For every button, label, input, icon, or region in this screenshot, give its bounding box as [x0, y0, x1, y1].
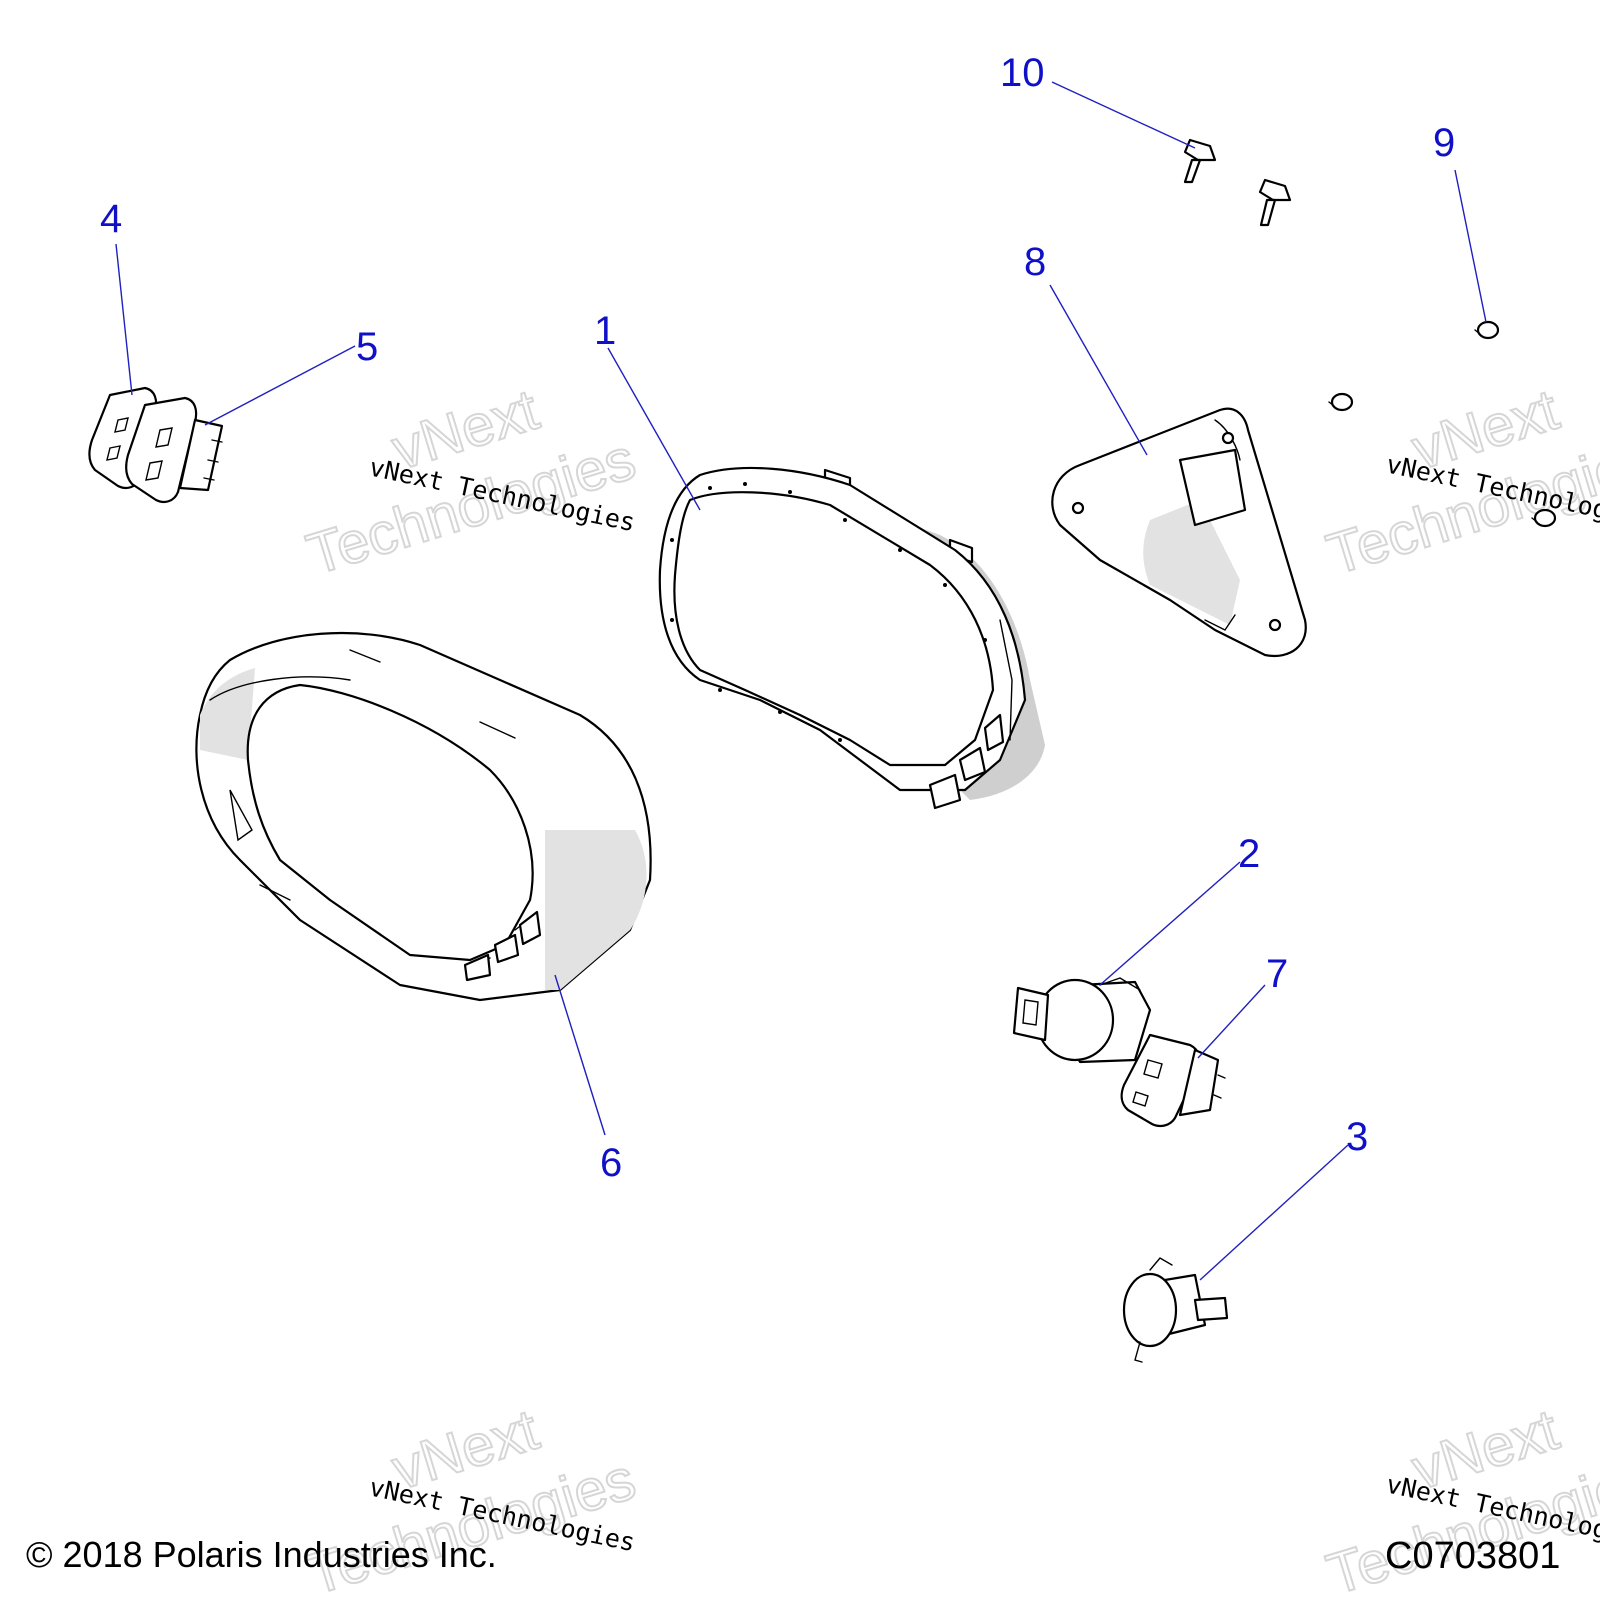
watermark-upper-left: vNext Technologies vNext Technologies: [299, 376, 644, 589]
drawing-code: C0703801: [1385, 1535, 1560, 1577]
leader-2: [1099, 861, 1241, 986]
part-2-ignition-switch: [1012, 977, 1152, 1064]
part-7-rocker-switch: [1120, 1033, 1226, 1128]
leader-10: [1051, 81, 1196, 149]
callout-numbers: 1 2 3 4 5 6 7 8 9 10: [100, 51, 1455, 1185]
callout-8: 8: [1024, 240, 1046, 284]
callout-1: 1: [594, 309, 616, 353]
callout-4: 4: [100, 197, 122, 241]
leader-lines: [115, 81, 1487, 1281]
watermark-upper-right: vNext Technologies vNext Technologies: [1319, 376, 1600, 589]
part-8-mounting-bracket: [1051, 407, 1307, 658]
callout-6: 6: [600, 1141, 622, 1185]
part-5-rocker-switch: [125, 396, 224, 503]
part-6-instrument-bezel: [195, 631, 652, 1002]
leader-1: [607, 347, 701, 511]
part-9-clips: [1328, 320, 1557, 528]
leader-4: [115, 243, 133, 396]
leader-7: [1197, 984, 1266, 1059]
callout-2: 2: [1238, 832, 1260, 876]
cluster-rivet-holes: [670, 482, 987, 742]
callout-9: 9: [1433, 121, 1455, 165]
callout-5: 5: [356, 325, 378, 369]
part-10-screws: [1183, 138, 1292, 227]
part-3-power-outlet: [1122, 1257, 1229, 1363]
leader-8: [1049, 284, 1148, 456]
copyright-text: © 2018 Polaris Industries Inc.: [26, 1534, 497, 1575]
leader-6: [554, 974, 606, 1136]
callout-10: 10: [1000, 51, 1045, 95]
leader-9: [1454, 169, 1487, 323]
part-1-instrument-cluster: [658, 466, 1045, 810]
callout-3: 3: [1346, 1115, 1368, 1159]
leader-3: [1199, 1144, 1349, 1281]
callout-7: 7: [1266, 952, 1288, 996]
leader-5: [204, 345, 356, 426]
